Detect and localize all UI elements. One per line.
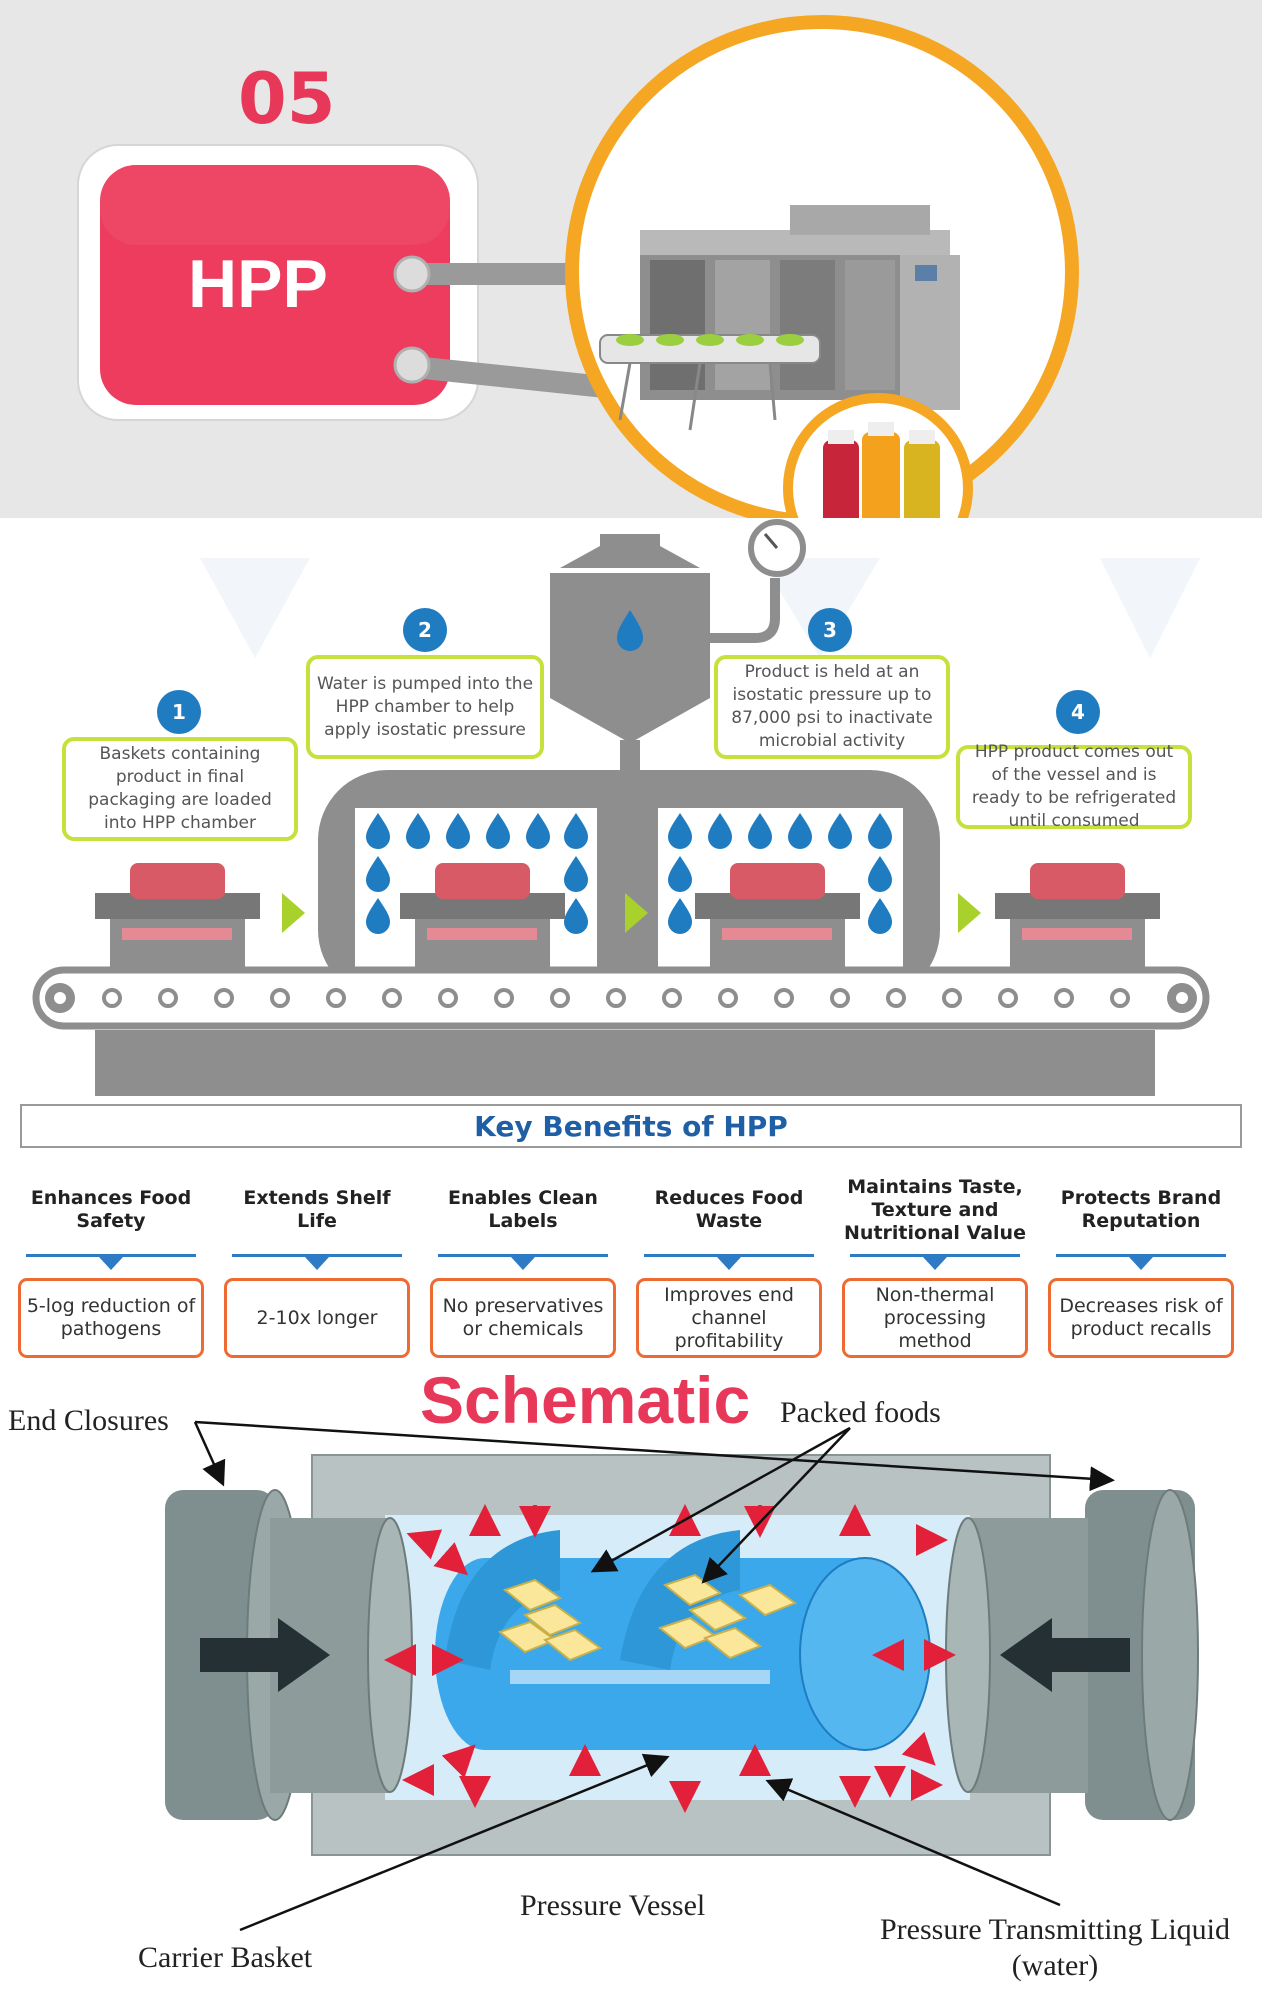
conveyor-base (95, 1030, 1155, 1096)
tag-connector-top (405, 263, 615, 285)
conveyor-gear-icon (45, 983, 75, 1013)
flow-arrows (282, 893, 981, 933)
machine-photo-ring (565, 15, 1079, 518)
step-box-2: Water is pumped into the HPP chamber to … (306, 655, 544, 759)
step-number-3: 3 (808, 608, 852, 652)
label-packed-foods: Packed foods (780, 1396, 941, 1429)
benefit-detail-1: 5-log reduction of pathogens (18, 1278, 204, 1358)
closure-arrow-icon (200, 1618, 330, 1692)
down-triangle-icon (717, 1257, 741, 1270)
step-number-4: 4 (1056, 690, 1100, 734)
product-baskets (95, 863, 1160, 974)
pressure-vessel-schematic (165, 1420, 1199, 1932)
hpp-tag-label: HPP (188, 246, 328, 322)
benefit-detail-2: 2-10x longer (224, 1278, 410, 1358)
schematic-title: Schematic (420, 1363, 751, 1437)
label-carrier-basket: Carrier Basket (138, 1941, 313, 1974)
label-pressure-liquid-line1: Pressure Transmitting Liquid (879, 1913, 1231, 1946)
benefit-divider (438, 1254, 608, 1257)
down-triangle-icon (1129, 1257, 1153, 1270)
pressure-arrows (384, 1504, 956, 1813)
benefit-heading-1: Enhances Food Safety (30, 1187, 192, 1232)
label-pressure-vessel: Pressure Vessel (520, 1889, 706, 1922)
packed-foods-icon (497, 1573, 798, 1662)
benefit-heading-6: Protects Brand Reputation (1060, 1187, 1222, 1232)
benefit-divider (1056, 1254, 1226, 1257)
benefit-divider (644, 1254, 814, 1257)
down-triangle-icon (923, 1257, 947, 1270)
label-pressure-liquid-line2: (water) (1011, 1949, 1099, 1982)
benefit-detail-4: Improves end channel profitability (636, 1278, 822, 1358)
down-triangle-icon (305, 1257, 329, 1270)
hpp-tag-illustration (77, 15, 1079, 518)
benefit-heading-5: Maintains Taste, Texture and Nutritional… (844, 1175, 1026, 1244)
benefit-detail-5: Non-thermal processing method (842, 1278, 1028, 1358)
conveyor-gear-icon-right (1167, 983, 1197, 1013)
hpp-machine-icon (599, 205, 960, 431)
step-box-3: Product is held at an isostatic pressure… (714, 655, 950, 759)
hpp-process-diagram (32, 519, 1210, 1096)
step-box-1: Baskets containing product in final pack… (62, 737, 298, 841)
benefit-divider (850, 1254, 1020, 1257)
leader-lines (193, 1420, 1115, 1932)
benefit-divider (232, 1254, 402, 1257)
benefit-heading-3: Enables Clean Labels (448, 1187, 598, 1232)
benefit-detail-6: Decreases risk of product recalls (1048, 1278, 1234, 1358)
benefit-divider (26, 1254, 196, 1257)
benefit-heading-2: Extends Shelf Life (243, 1187, 391, 1232)
benefit-detail-3: No preservatives or chemicals (430, 1278, 616, 1358)
hpp-tag (100, 165, 450, 405)
step-number-1: 1 (157, 690, 201, 734)
tag-connector-bottom (404, 356, 614, 398)
down-triangle-icon (99, 1257, 123, 1270)
down-triangle-icon (511, 1257, 535, 1270)
label-end-closures: End Closures (8, 1404, 169, 1437)
benefit-heading-4: Reduces Food Waste (654, 1187, 804, 1232)
step-number: 05 (238, 58, 336, 140)
pressure-gauge-icon (710, 519, 806, 643)
benefits-title-box: Key Benefits of HPP (20, 1104, 1242, 1148)
benefits-title: Key Benefits of HPP (474, 1109, 788, 1143)
step-box-4: HPP product comes out of the vessel and … (956, 742, 1192, 831)
step-number-2: 2 (403, 608, 447, 652)
juice-bottles-icon (823, 422, 940, 518)
water-tank-icon (550, 534, 710, 770)
water-drops (366, 813, 892, 934)
closure-arrow-icon (1000, 1618, 1130, 1692)
label-pressure-liquid: Pressure Transmitting Liquid (water) (860, 1912, 1250, 1984)
